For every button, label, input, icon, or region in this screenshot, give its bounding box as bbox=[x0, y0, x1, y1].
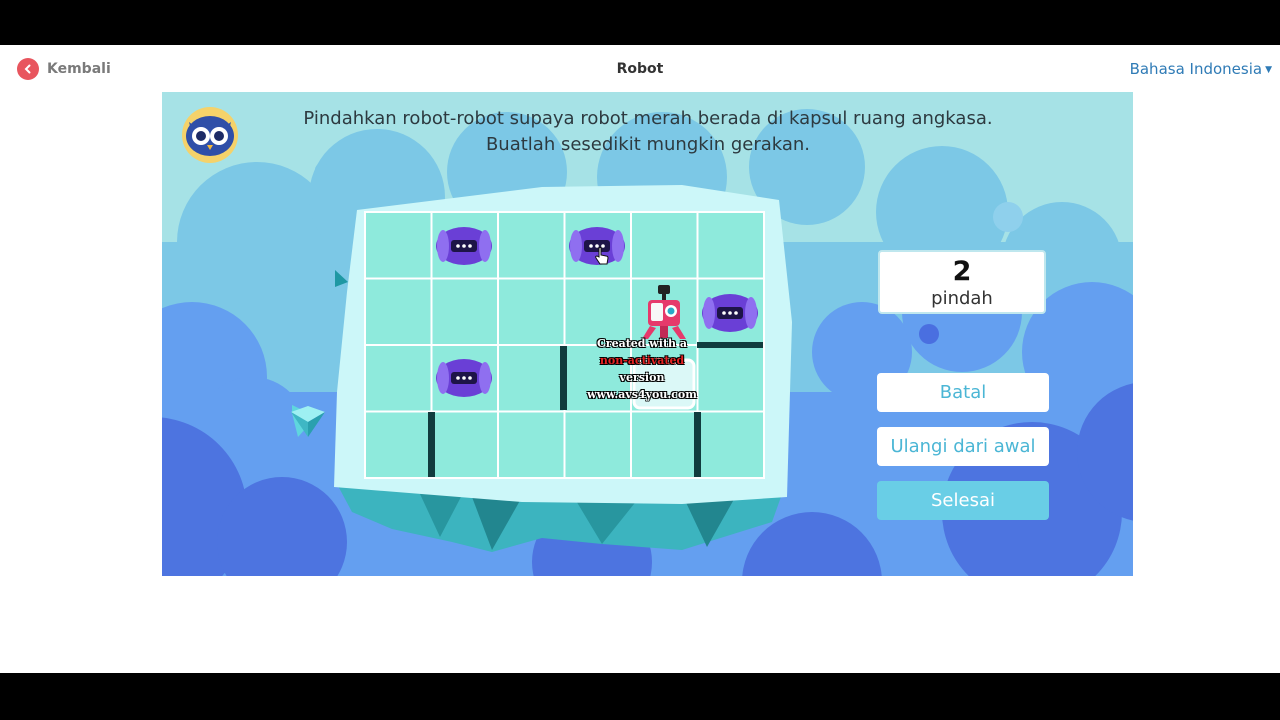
mouse-cursor-icon bbox=[594, 247, 610, 271]
blue-robot[interactable] bbox=[434, 357, 494, 399]
restart-button[interactable]: Ulangi dari awal bbox=[877, 427, 1049, 466]
moves-label: pindah bbox=[931, 288, 993, 309]
language-label: Bahasa Indonesia bbox=[1129, 60, 1263, 78]
walls bbox=[428, 342, 763, 477]
instruction-text: Pindahkan robot-robot supaya robot merah… bbox=[262, 106, 1034, 158]
watermark-red-text: non-activated bbox=[599, 354, 685, 367]
game-area: Pindahkan robot-robot supaya robot merah… bbox=[162, 92, 1133, 576]
moves-count: 2 bbox=[952, 256, 972, 287]
caret-down-icon: ▼ bbox=[1265, 65, 1272, 75]
app-screen: Kembali Robot Bahasa Indonesia▼ bbox=[0, 45, 1280, 673]
language-selector[interactable]: Bahasa Indonesia▼ bbox=[1130, 60, 1272, 78]
top-bar: Kembali Robot Bahasa Indonesia▼ bbox=[0, 45, 1280, 93]
back-label: Kembali bbox=[47, 61, 111, 77]
instruction-line-1: Pindahkan robot-robot supaya robot merah… bbox=[303, 108, 993, 129]
watermark-line-2: non-activated version bbox=[577, 352, 707, 386]
moves-counter: 2 pindah bbox=[878, 250, 1046, 314]
owl-mascot-icon bbox=[181, 106, 239, 168]
page-title: Robot bbox=[616, 61, 664, 77]
watermark-line-2-rest: version bbox=[619, 371, 665, 384]
instruction-line-2: Buatlah sesedikit mungkin gerakan. bbox=[485, 134, 811, 155]
blue-robot[interactable] bbox=[700, 292, 760, 334]
blue-robot[interactable] bbox=[567, 225, 627, 267]
chevron-left-icon bbox=[17, 58, 39, 80]
watermark-line-3: www.avs4you.com bbox=[587, 388, 697, 401]
red-robot[interactable] bbox=[634, 283, 694, 343]
blue-robot[interactable] bbox=[434, 225, 494, 267]
watermark-line-1: Created with a bbox=[597, 337, 687, 350]
undo-button[interactable]: Batal bbox=[877, 373, 1049, 412]
back-button[interactable]: Kembali bbox=[17, 58, 111, 80]
watermark: Created with a non-activated version www… bbox=[577, 335, 707, 403]
finish-button[interactable]: Selesai bbox=[877, 481, 1049, 520]
letterbox-bottom bbox=[0, 673, 1280, 720]
space-capsule bbox=[632, 358, 696, 410]
